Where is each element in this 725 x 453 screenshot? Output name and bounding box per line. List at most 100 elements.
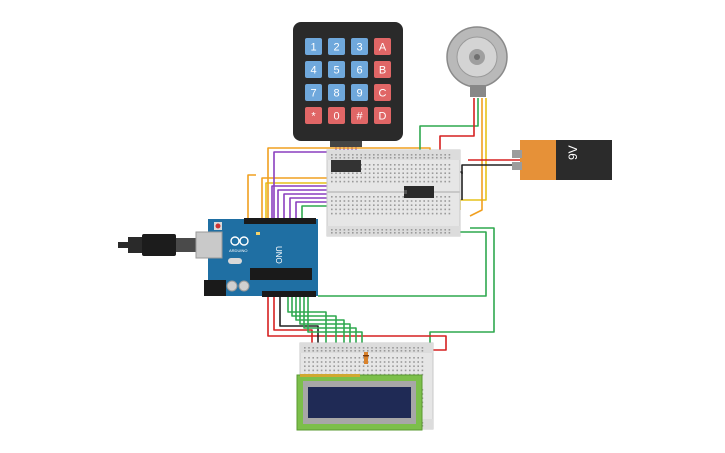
breadboard-hole (360, 176, 362, 179)
key-0-3[interactable] (374, 38, 391, 55)
breadboard-hole (436, 168, 438, 170)
key-1-2[interactable] (351, 61, 368, 78)
breadboard-hole (423, 168, 425, 170)
arduino-model: UNO (274, 246, 283, 264)
key-3-2[interactable] (351, 107, 368, 124)
breadboard-hole (394, 164, 396, 166)
breadboard-hole (377, 172, 379, 174)
breadboard-hole (423, 164, 425, 166)
breadboard-hole (385, 204, 388, 206)
key-2-3[interactable] (374, 84, 391, 101)
breadboard-hole (385, 180, 388, 183)
breadboard-hole (335, 232, 337, 234)
key-3-0[interactable] (305, 107, 322, 124)
key-label: 7 (310, 88, 316, 100)
breadboard-hole (431, 164, 434, 166)
breadboard-top (326, 149, 461, 237)
key-3-1[interactable] (328, 107, 345, 124)
breadboard-hole (436, 164, 438, 166)
breadboard-hole (404, 361, 407, 363)
breadboard-hole (402, 154, 404, 156)
battery-terminal-neg (512, 162, 522, 170)
breadboard-hole (352, 200, 354, 202)
breadboard-hole (394, 229, 396, 231)
breadboard-hole (325, 365, 327, 367)
breadboard-hole (346, 369, 348, 372)
breadboard-hole (364, 200, 367, 202)
breadboard-hole (448, 208, 451, 211)
breadboard-hole (417, 347, 419, 349)
breadboard-hole (381, 204, 383, 206)
breadboard-hole (431, 232, 434, 234)
breadboard-hole (354, 347, 356, 349)
key-3-3[interactable] (374, 107, 391, 124)
breadboard-hole (352, 180, 354, 183)
breadboard-hole (423, 172, 425, 174)
lcd-screen (308, 387, 411, 418)
breadboard-hole (427, 176, 430, 179)
status-led (256, 232, 260, 235)
breadboard-hole (448, 180, 451, 183)
breadboard-hole (316, 347, 319, 349)
breadboard-hole (410, 200, 413, 202)
breadboard-hole (410, 172, 413, 174)
arduino-logo-left (230, 236, 240, 246)
breadboard-hole (333, 369, 335, 372)
breadboard-hole (360, 154, 362, 156)
breadboard-hole (389, 168, 392, 170)
breadboard-hole (381, 200, 383, 202)
key-1-3[interactable] (374, 61, 391, 78)
key-2-1[interactable] (328, 84, 345, 101)
breadboard-hole (388, 361, 390, 363)
breadboard-hole (367, 369, 369, 372)
breadboard-hole (415, 212, 417, 215)
breadboard-hole (364, 196, 367, 198)
key-0-1[interactable] (328, 38, 345, 55)
breadboard-hole (394, 196, 396, 198)
breadboard-hole (400, 357, 403, 359)
breadboard-hole (316, 361, 319, 363)
breadboard-hole (364, 157, 367, 159)
breadboard-hole (368, 232, 371, 234)
key-0-2[interactable] (351, 38, 368, 55)
breadboard-hole (347, 212, 350, 215)
breadboard-hole (436, 157, 438, 159)
breadboard-hole (440, 229, 442, 231)
breadboard-hole (427, 172, 430, 174)
breadboard-hole (396, 350, 398, 352)
usb-plug-body (142, 234, 176, 256)
breadboard-hole (419, 229, 421, 231)
key-1-0[interactable] (305, 61, 322, 78)
breadboard-hole (389, 212, 392, 215)
breadboard-hole (410, 180, 413, 183)
breadboard-hole (431, 176, 434, 179)
key-0-0[interactable] (305, 38, 322, 55)
breadboard-hole (377, 176, 379, 179)
breadboard-hole (404, 365, 407, 367)
breadboard-hole (431, 157, 434, 159)
breadboard-hole (329, 357, 331, 359)
breadboard-hole (421, 361, 424, 363)
breadboard-hole (356, 204, 358, 206)
breadboard-hole (362, 365, 365, 367)
breadboard-hole (419, 164, 421, 166)
key-2-2[interactable] (351, 84, 368, 101)
breadboard-hole (436, 172, 438, 174)
key-label: * (311, 111, 316, 123)
key-1-1[interactable] (328, 61, 345, 78)
breadboard-hole (398, 200, 400, 202)
breadboard-hole (339, 180, 341, 183)
breadboard-hole (304, 361, 306, 363)
breadboard-hole (337, 347, 340, 349)
breadboard-hole (331, 229, 333, 231)
breadboard-hole (421, 347, 424, 349)
breadboard-hole (343, 200, 346, 202)
breadboard-hole (339, 196, 341, 198)
breadboard-hole (409, 369, 411, 372)
breadboard-hole (373, 172, 375, 174)
breadboard-hole (436, 176, 438, 179)
breadboard-hole (375, 357, 377, 359)
breadboard-hole (415, 229, 417, 231)
breadboard-hole (373, 168, 375, 170)
key-2-0[interactable] (305, 84, 322, 101)
